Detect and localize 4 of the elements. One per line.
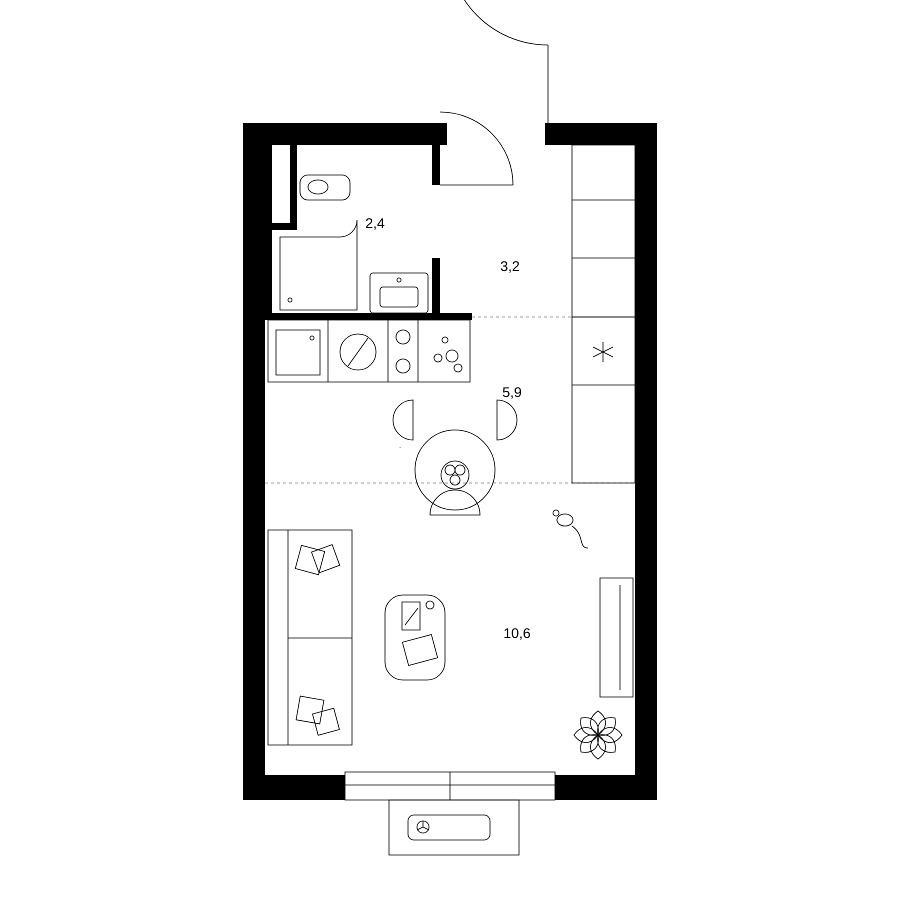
area-label: 3,2 <box>500 261 520 273</box>
area-label: 2,4 <box>366 218 384 230</box>
area-label: 5,9 <box>502 387 522 399</box>
area-label: 10,6 <box>504 628 530 640</box>
